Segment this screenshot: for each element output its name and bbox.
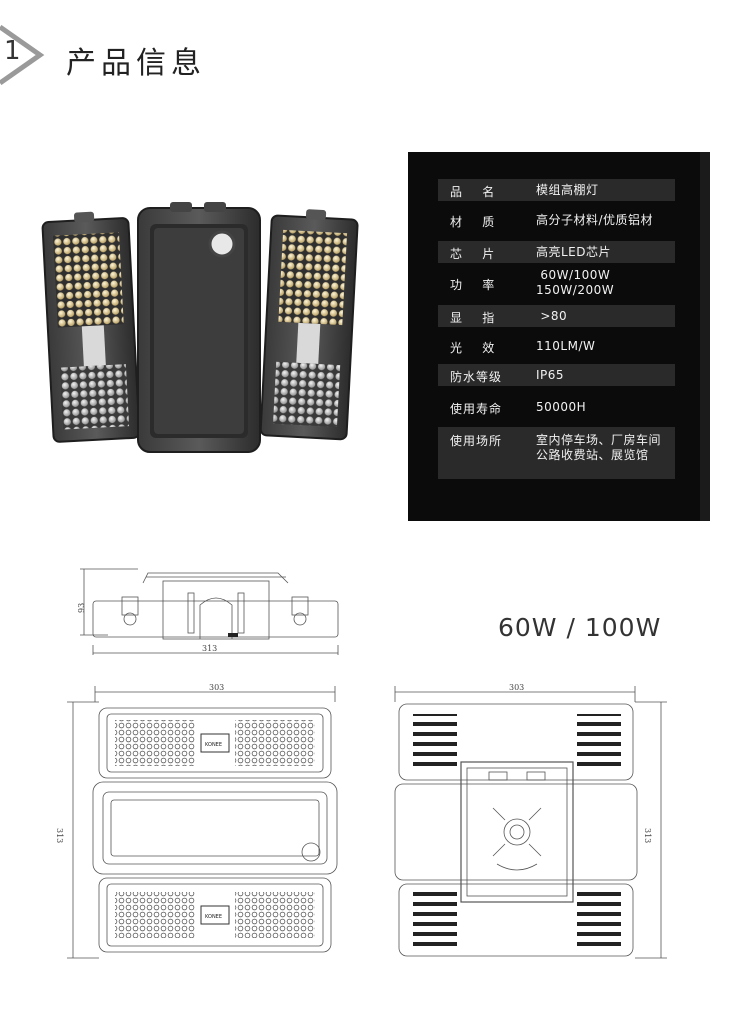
spec-row: 使用寿命 50000H: [438, 394, 675, 420]
spec-label: 使用寿命: [450, 402, 503, 416]
spec-label: 功 率: [450, 278, 496, 292]
spec-row: 显 指 >80: [438, 305, 675, 327]
power-label: 60W / 100W: [498, 613, 662, 642]
page-title: 产品信息: [66, 46, 206, 81]
brand-logo-bottom: KONEE: [205, 914, 222, 920]
spec-value: 110LM/W: [536, 339, 596, 353]
spec-label: 防水等级: [450, 370, 503, 384]
spec-row: 功 率 60W/100W 150W/200W: [438, 266, 675, 300]
spec-label: 材 质: [450, 215, 496, 229]
back-width-dim: 303: [509, 683, 524, 692]
spec-label: 光 效: [450, 341, 496, 355]
side-width-dim: 313: [202, 644, 217, 653]
spec-label: 使用场所: [450, 434, 503, 448]
spec-row: 材 质 高分子材料/优质铝材: [438, 209, 675, 231]
chevron-badge-icon: [0, 25, 45, 85]
side-height-dim: 93: [78, 603, 86, 613]
spec-value: 50000H: [536, 400, 587, 414]
spec-row: 防水等级 IP65: [438, 364, 675, 386]
spec-panel-edge: [700, 152, 710, 521]
spec-row: 品 名 模组高棚灯: [438, 179, 675, 201]
front-width-dim: 303: [209, 683, 224, 692]
spec-value: 模组高棚灯: [536, 183, 599, 197]
back-view-drawing: 303 313: [394, 683, 667, 959]
spec-value: 高分子材料/优质铝材: [536, 213, 654, 227]
spec-label: 显 指: [450, 311, 496, 325]
spec-label: 品 名: [450, 185, 496, 199]
product-photo: [41, 202, 359, 453]
spec-row: 使用场所 室内停车场、厂房车间 公路收费站、展览馆: [438, 427, 675, 479]
spec-value: >80: [536, 309, 568, 323]
spec-row: 光 效 110LM/W: [438, 333, 675, 359]
section-number: 1: [4, 36, 21, 66]
front-height-dim: 313: [55, 828, 64, 843]
back-height-dim: 313: [643, 828, 652, 843]
brand-logo-top: KONEE: [205, 742, 222, 748]
spec-value: 室内停车场、厂房车间 公路收费站、展览馆: [536, 433, 662, 462]
spec-value: 高亮LED芯片: [536, 245, 612, 259]
spec-value: 60W/100W 150W/200W: [536, 268, 615, 297]
spec-label: 芯 片: [450, 247, 496, 261]
spec-row: 芯 片 高亮LED芯片: [438, 241, 675, 263]
front-view-drawing: KONEE KONEE 303 313: [55, 683, 338, 959]
spec-value: IP65: [536, 368, 565, 382]
side-view-drawing: 93 313: [78, 568, 339, 655]
